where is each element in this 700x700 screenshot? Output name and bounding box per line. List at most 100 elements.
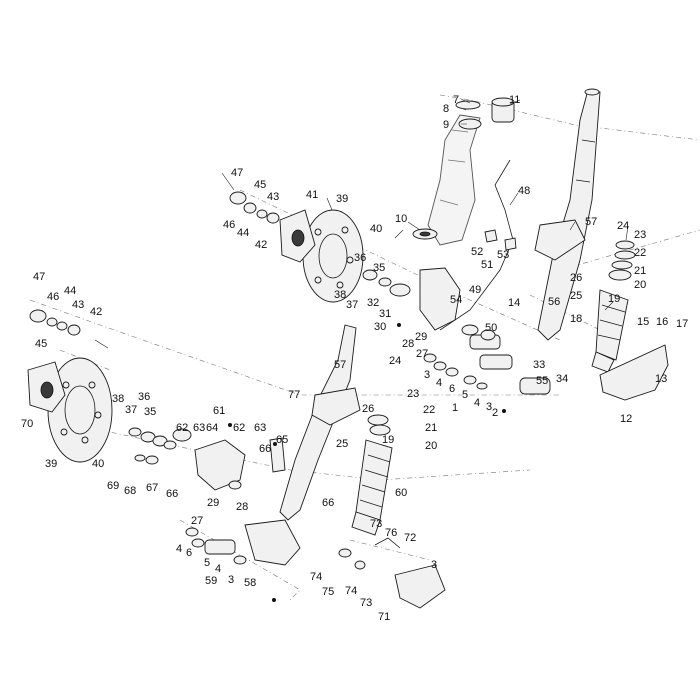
callout-label: 24 — [389, 355, 401, 367]
callout-label: 24 — [617, 220, 629, 232]
callout-label: 12 — [620, 413, 632, 425]
callout-label: 57 — [334, 359, 346, 371]
callout-label: 5 — [462, 389, 468, 401]
callout-label: 39 — [336, 193, 348, 205]
callout-label: 3 — [228, 574, 234, 586]
callout-label: 38 — [334, 289, 346, 301]
callout-label: 5 — [204, 557, 210, 569]
callout-labels: 7 8 9 11 10 48 52 51 53 57 24 23 22 21 2… — [21, 94, 688, 623]
callout-label: 50 — [485, 322, 497, 334]
callout-label: 33 — [533, 359, 545, 371]
callout-label: 32 — [367, 297, 379, 309]
callout-label: 44 — [237, 227, 249, 239]
brake-caliper-upper — [362, 267, 496, 341]
callout-label: 39 — [45, 458, 57, 470]
callout-label: 76 — [385, 527, 397, 539]
callout-label: 61 — [213, 405, 225, 417]
callout-label: 55 — [536, 375, 548, 387]
callout-label: 42 — [90, 306, 102, 318]
callout-label: 62 — [233, 422, 245, 434]
callout-label: 21 — [634, 265, 646, 277]
callout-label: 14 — [508, 297, 520, 309]
callout-label: 38 — [112, 393, 124, 405]
callout-label: 56 — [548, 296, 560, 308]
callout-label: 63 — [254, 422, 266, 434]
callout-label: 36 — [138, 391, 150, 403]
callout-label: 75 — [322, 586, 334, 598]
callout-label: 59 — [205, 575, 217, 587]
callout-label: 20 — [425, 440, 437, 452]
callout-label: 63 — [193, 422, 205, 434]
callout-label: 57 — [585, 216, 597, 228]
shock-absorber-right — [591, 240, 636, 373]
front-hub-and-disc-upper — [229, 191, 364, 303]
callout-label: 2 — [492, 407, 498, 419]
callout-label: 62 — [176, 422, 188, 434]
callout-label: 45 — [35, 338, 47, 350]
callout-label: 23 — [634, 229, 646, 241]
callout-label: 51 — [481, 259, 493, 271]
callout-label: 3 — [424, 369, 430, 381]
callout-label: 46 — [47, 291, 59, 303]
callout-label: 3 — [431, 559, 437, 571]
callout-label: 52 — [471, 246, 483, 258]
callout-label: 27 — [416, 348, 428, 360]
callout-label: 66 — [259, 443, 271, 455]
callout-label: 34 — [556, 373, 568, 385]
callout-label: 22 — [634, 247, 646, 259]
callout-label: 6 — [186, 547, 192, 559]
callout-label: 64 — [206, 422, 218, 434]
callout-label: 72 — [404, 532, 416, 544]
callout-label: 70 — [21, 418, 33, 430]
callout-label: 19 — [382, 434, 394, 446]
callout-label: 46 — [223, 219, 235, 231]
steering-head-assembly — [412, 97, 515, 246]
fork-tube-left — [279, 324, 361, 521]
callout-label: 8 — [443, 103, 449, 115]
callout-label: 65 — [276, 434, 288, 446]
callout-label: 73 — [360, 597, 372, 609]
front-hub-and-disc-left — [27, 309, 113, 463]
callout-label: 7 — [453, 94, 459, 106]
callout-label: 68 — [124, 485, 136, 497]
callout-label: 36 — [354, 252, 366, 264]
callout-label: 47 — [33, 271, 45, 283]
callout-label: 4 — [215, 563, 221, 575]
callout-label: 10 — [395, 213, 407, 225]
callout-label: 21 — [425, 422, 437, 434]
brake-caliper-lower — [172, 428, 286, 491]
callout-label: 71 — [378, 611, 390, 623]
callout-label: 28 — [236, 501, 248, 513]
reference-dots — [228, 323, 506, 602]
callout-label: 37 — [346, 299, 358, 311]
leader-lines — [94, 98, 629, 349]
callout-label: 26 — [362, 403, 374, 415]
callout-label: 77 — [288, 389, 300, 401]
mudguard — [599, 344, 669, 401]
brake-cable — [439, 159, 517, 331]
callout-label: 47 — [231, 167, 243, 179]
fork-tube-right — [534, 88, 601, 341]
callout-label: 25 — [336, 438, 348, 450]
callout-label: 11 — [509, 94, 520, 106]
callout-label: 37 — [125, 404, 137, 416]
callout-label: 6 — [449, 383, 455, 395]
callout-label: 35 — [144, 406, 156, 418]
shock-absorber-left — [351, 414, 393, 536]
callout-label: 74 — [345, 585, 357, 597]
callout-label: 43 — [72, 299, 84, 311]
callout-label: 17 — [676, 318, 688, 330]
callout-label: 27 — [191, 515, 203, 527]
callout-label: 9 — [443, 119, 449, 131]
callout-label: 66 — [322, 497, 334, 509]
callout-label: 66 — [166, 488, 178, 500]
callout-label: 48 — [518, 185, 530, 197]
hub-spacers-left — [128, 427, 177, 465]
callout-label: 53 — [497, 249, 509, 261]
callout-label: 35 — [373, 262, 385, 274]
callout-label: 44 — [64, 285, 76, 297]
callout-label: 4 — [176, 543, 182, 555]
callout-label: 40 — [92, 458, 104, 470]
callout-label: 45 — [254, 179, 266, 191]
